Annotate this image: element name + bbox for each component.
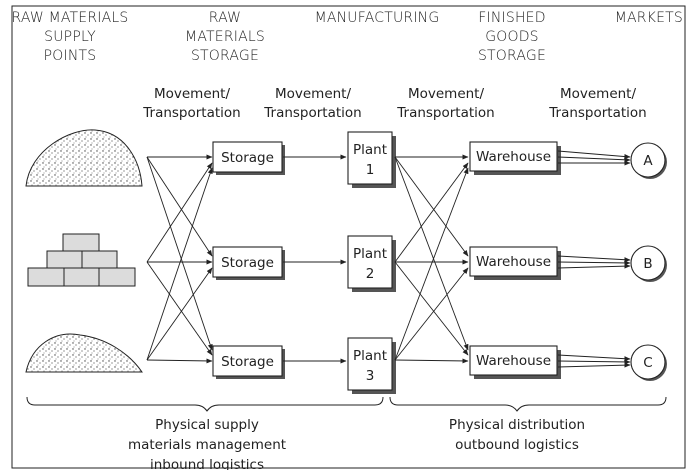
warehouse-1: Warehouse: [469, 141, 561, 175]
svg-text:FINISHED: FINISHED: [478, 10, 545, 26]
svg-text:Physical supply: Physical supply: [155, 417, 259, 433]
svg-text:Physical distribution: Physical distribution: [449, 417, 585, 433]
market-b: B: [630, 245, 667, 282]
svg-text:B: B: [643, 256, 652, 272]
movement-label-2: Movement/ Transportation: [263, 86, 361, 121]
header-manufacturing: MANUFACTURING: [315, 10, 440, 26]
svg-text:Transportation: Transportation: [396, 105, 494, 121]
svg-text:materials management: materials management: [128, 437, 286, 453]
storage-to-plant-arrows: [283, 154, 347, 364]
svg-text:Storage: Storage: [221, 354, 274, 370]
plant-2: Plant 2: [347, 235, 396, 292]
supply-caption: Physical supply materials management inb…: [128, 417, 286, 473]
svg-text:Warehouse: Warehouse: [476, 149, 551, 165]
svg-text:C: C: [643, 355, 652, 371]
svg-text:MATERIALS: MATERIALS: [185, 29, 265, 45]
distribution-caption: Physical distribution outbound logistics: [449, 417, 585, 453]
svg-text:Movement/: Movement/: [154, 86, 231, 102]
svg-text:Warehouse: Warehouse: [476, 353, 551, 369]
distribution-brace: [389, 396, 667, 412]
svg-text:STORAGE: STORAGE: [478, 48, 546, 64]
header-raw-supply: RAW MATERIALS SUPPLY POINTS: [12, 10, 129, 64]
storage-box-2: Storage: [212, 246, 285, 280]
header-finished-goods: FINISHED GOODS STORAGE: [478, 10, 546, 64]
svg-text:Transportation: Transportation: [548, 105, 646, 121]
svg-text:inbound logistics: inbound logistics: [150, 457, 264, 470]
svg-text:A: A: [643, 153, 653, 169]
warehouse-to-market-arrows: [557, 150, 631, 368]
svg-text:RAW MATERIALS: RAW MATERIALS: [12, 10, 129, 26]
svg-text:Warehouse: Warehouse: [476, 254, 551, 270]
storage-box-1: Storage: [212, 141, 285, 175]
inbound-supply-arrows: [146, 154, 213, 364]
market-c: C: [630, 344, 667, 381]
svg-text:Storage: Storage: [221, 150, 274, 166]
raw-material-pile-bottom-icon: [25, 333, 143, 373]
svg-text:Plant: Plant: [353, 246, 387, 262]
svg-text:2: 2: [366, 266, 375, 282]
movement-label-3: Movement/ Transportation: [396, 86, 494, 121]
movement-label-1: Movement/ Transportation: [142, 86, 240, 121]
outbound-distribution-arrows: [394, 154, 469, 364]
svg-text:Plant: Plant: [353, 348, 387, 364]
svg-text:outbound logistics: outbound logistics: [455, 437, 579, 453]
movement-label-4: Movement/ Transportation: [548, 86, 646, 121]
svg-text:GOODS: GOODS: [485, 29, 539, 45]
svg-text:Transportation: Transportation: [142, 105, 240, 121]
svg-text:Movement/: Movement/: [275, 86, 352, 102]
diagram-border: [11, 5, 686, 469]
svg-text:Transportation: Transportation: [263, 105, 361, 121]
svg-text:POINTS: POINTS: [44, 48, 97, 64]
svg-text:Plant: Plant: [353, 142, 387, 158]
plant-3: Plant 3: [347, 337, 396, 394]
storage-box-3: Storage: [212, 345, 285, 379]
plant-1: Plant 1: [347, 131, 396, 188]
svg-text:RAW: RAW: [209, 10, 241, 26]
svg-text:Movement/: Movement/: [408, 86, 485, 102]
header-markets: MARKETS: [615, 10, 683, 26]
svg-text:Storage: Storage: [221, 255, 274, 271]
market-a: A: [630, 142, 667, 179]
header-raw-storage: RAW MATERIALS STORAGE: [185, 10, 265, 64]
brick-stack-icon: [27, 233, 136, 287]
svg-text:Movement/: Movement/: [560, 86, 637, 102]
svg-text:1: 1: [366, 162, 375, 178]
warehouse-2: Warehouse: [469, 246, 561, 280]
svg-text:SUPPLY: SUPPLY: [44, 29, 96, 45]
supply-brace: [26, 396, 384, 412]
warehouse-3: Warehouse: [469, 345, 561, 379]
raw-material-pile-top-icon: [25, 129, 143, 187]
svg-text:STORAGE: STORAGE: [191, 48, 259, 64]
svg-text:3: 3: [366, 368, 375, 384]
